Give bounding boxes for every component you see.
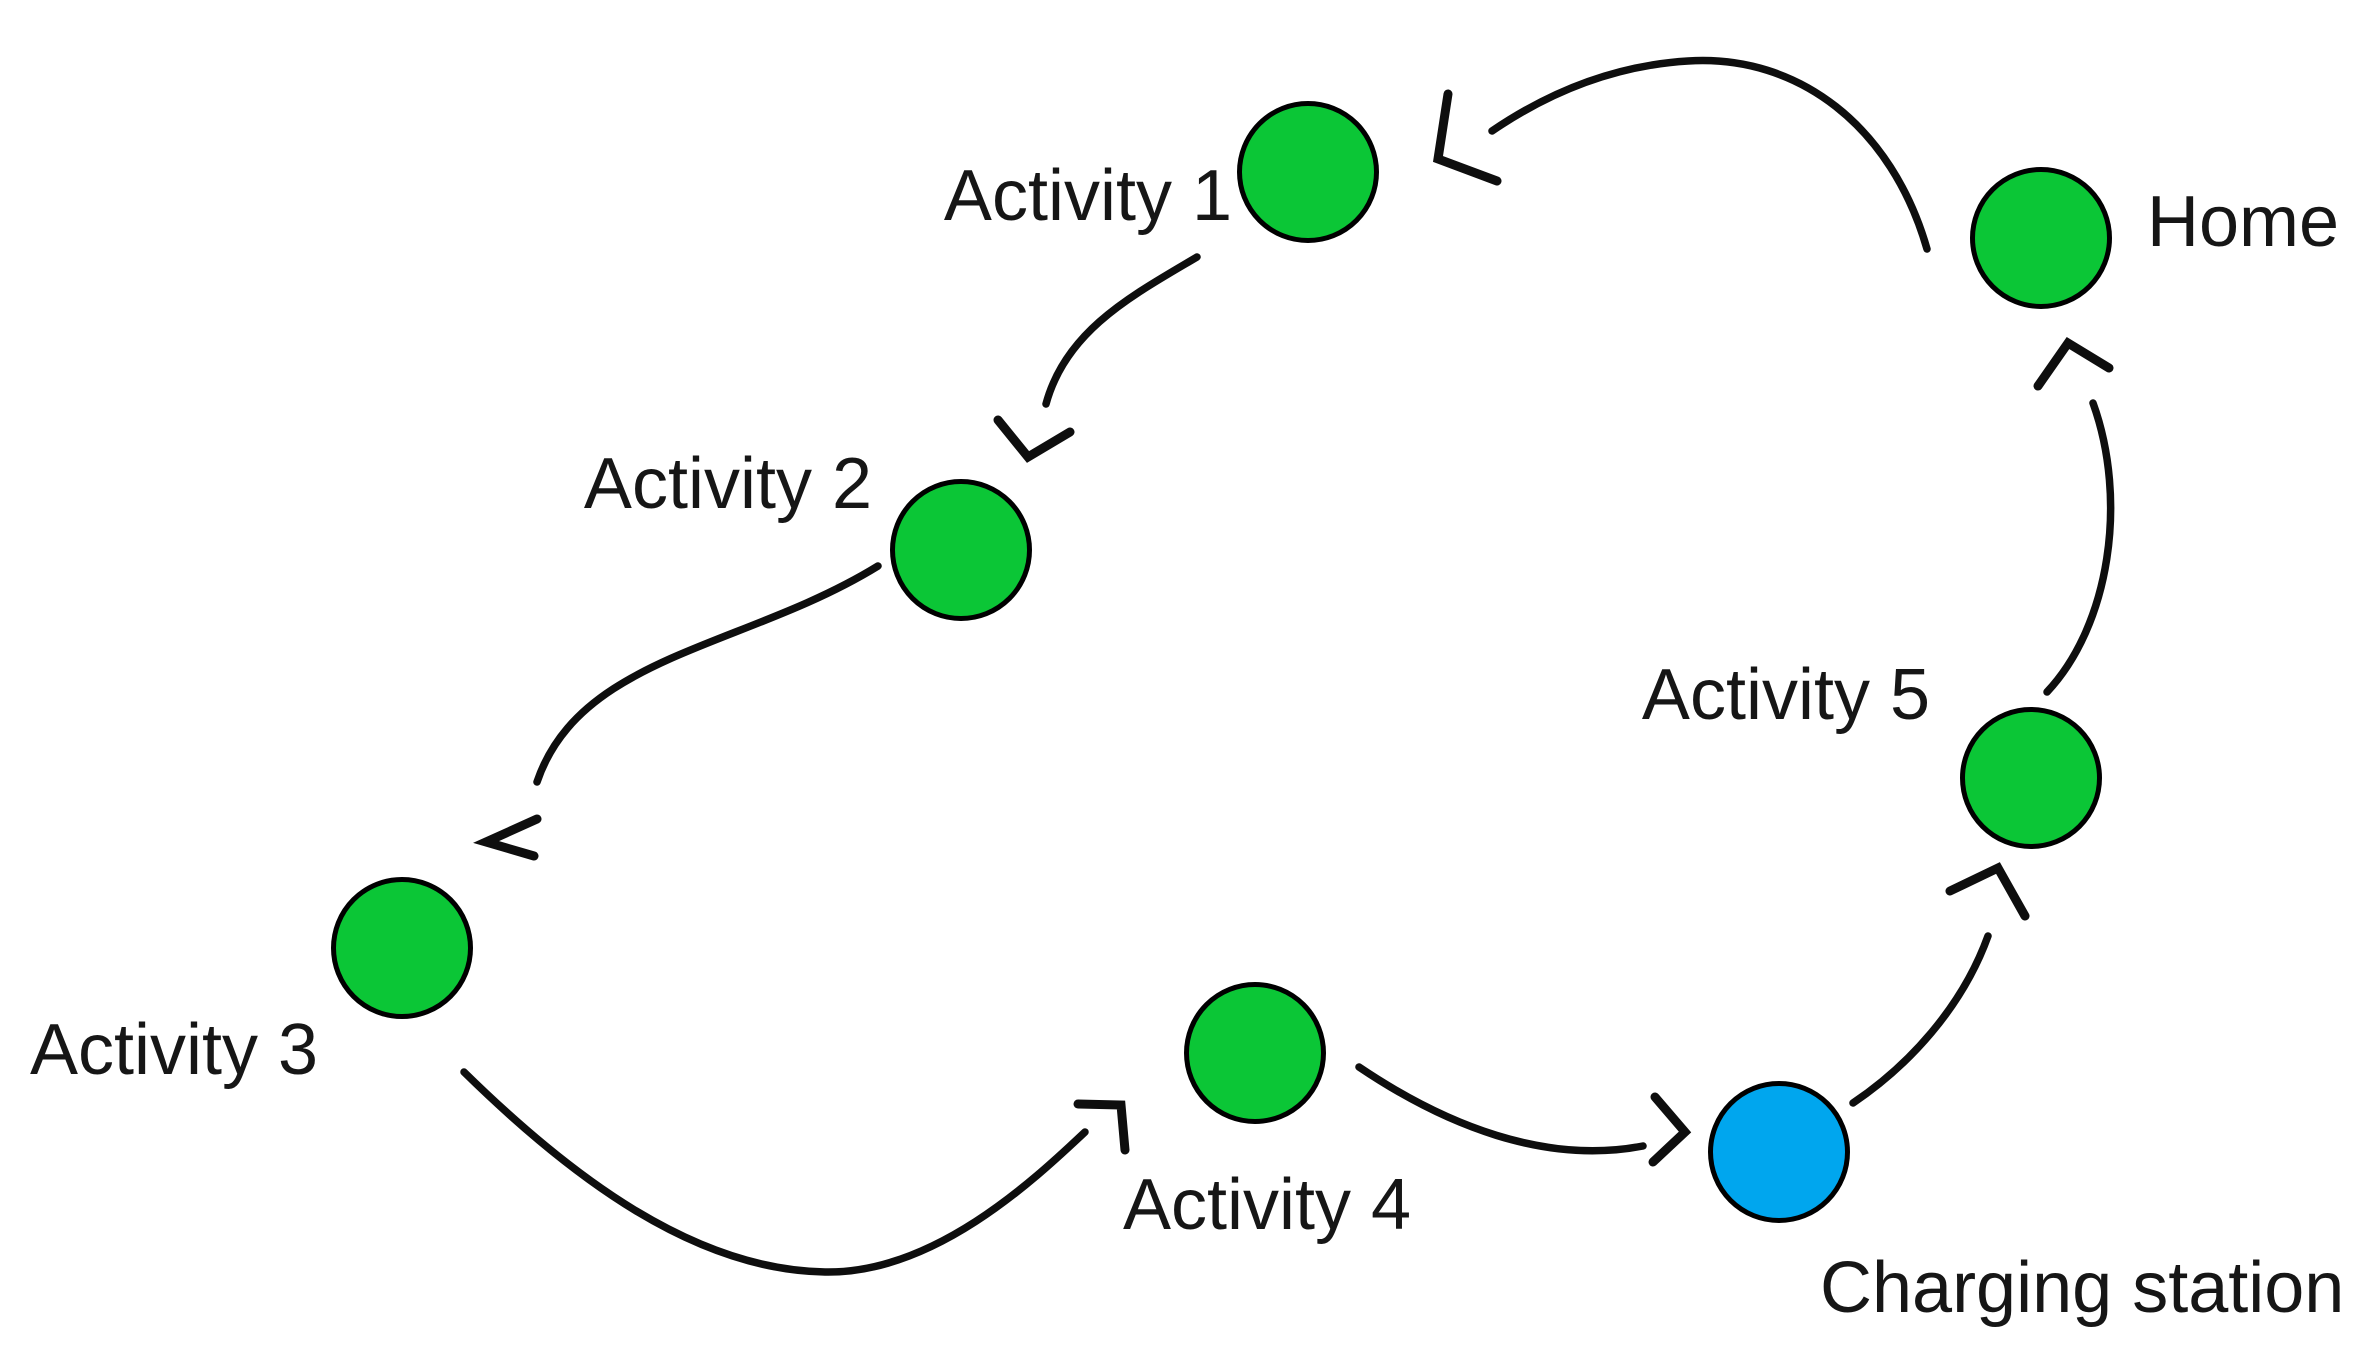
label-activity-1: Activity 1 [943, 156, 1232, 236]
arrowhead-icon-activity-3-to-activity-4 [1073, 1099, 1130, 1155]
node-home [1970, 167, 2112, 309]
arrowhead-icon-home-to-activity-1 [1432, 89, 1502, 186]
edge-activity-3-to-activity-4 [460, 1068, 1089, 1276]
arrowhead-icon-activity-1-to-activity-2 [993, 415, 1075, 463]
label-charging-station: Charging station [1820, 1248, 2345, 1328]
node-activity-5 [1960, 707, 2102, 849]
label-activity-2: Activity 2 [583, 444, 872, 524]
arrowhead-icon-charging-station-to-activity-5 [1945, 862, 2030, 921]
node-activity-3 [331, 877, 473, 1019]
edge-charging-station-to-activity-5 [1849, 932, 1992, 1107]
edge-activity-4-to-charging-station [1355, 1063, 1647, 1155]
arrowhead-icon-activity-2-to-activity-3 [473, 814, 542, 861]
edge-home-to-activity-1 [1488, 56, 1931, 253]
node-activity-2 [890, 479, 1032, 621]
label-activity-5: Activity 5 [1641, 655, 1930, 735]
label-home: Home [2147, 182, 2340, 262]
node-activity-1 [1237, 101, 1379, 243]
edge-activity-1-to-activity-2 [1042, 253, 1201, 408]
label-activity-3: Activity 3 [30, 1010, 319, 1090]
arrowhead-icon-activity-5-to-home [2033, 336, 2114, 391]
arrowhead-icon-activity-4-to-charging-station [1648, 1092, 1692, 1167]
node-activity-4 [1184, 982, 1326, 1124]
label-activity-4: Activity 4 [1123, 1165, 1412, 1245]
edge-activity-5-to-home [2043, 399, 2115, 696]
node-charging-station [1708, 1081, 1850, 1223]
edge-activity-2-to-activity-3 [533, 562, 882, 786]
